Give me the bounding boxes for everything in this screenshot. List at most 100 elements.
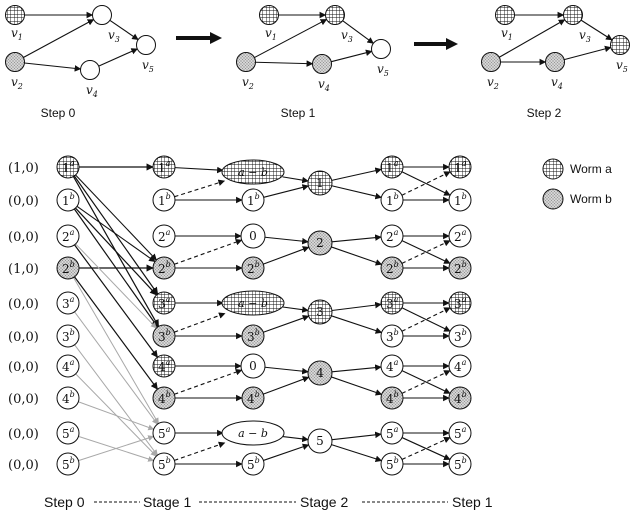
stage1-input-node-9: 5b (152, 452, 176, 476)
top-node-label-v1-step-1: v1 (265, 26, 277, 42)
edge-step0-stage1-gray-5 (78, 401, 155, 431)
top-node-label-v1-step-2: v1 (501, 26, 513, 42)
edge-s2-c3a-3 (331, 364, 382, 373)
stage2-node-label-0: 1 (316, 176, 324, 190)
top-node-v5-step-1 (371, 39, 391, 59)
stage1-op-label-0: a − b (238, 166, 268, 179)
edge-c3-c4-ba-1 (401, 240, 451, 264)
top-node-label-v3-step-1: v3 (341, 28, 353, 44)
top-node-label-v5-step-2: v5 (616, 58, 628, 74)
stage1-input-node-6: 4a (152, 354, 176, 378)
step0-node-5: 3b (56, 324, 80, 348)
input-pair-6: (0,0) (8, 360, 39, 375)
step1-node-7: 4b (448, 386, 472, 410)
stage2-output-node-6: 4a (380, 354, 404, 378)
edge-s2-c3b-3 (331, 376, 383, 396)
edge-step0-stage1-gray-1 (73, 277, 159, 425)
top-node-v5-step-0 (136, 35, 156, 55)
edge-op-s2-2 (282, 306, 309, 313)
edge-op-s2-3 (264, 366, 309, 375)
input-pair-0: (1,0) (8, 161, 39, 176)
edge-s1b-s2-4 (263, 443, 310, 461)
stage2-output-node-2: 2a (380, 224, 404, 248)
input-pair-9: (0,0) (8, 458, 39, 473)
stage2-output-node-3: 2b (380, 256, 404, 280)
step0-node-4: 3a (56, 291, 80, 315)
stage1-b-node-1: 2b (241, 256, 265, 280)
top-node-label-v2-step-0: v2 (11, 75, 23, 91)
stage2-node-label-4: 5 (316, 434, 324, 448)
step-arrow-2 (414, 38, 458, 50)
legend-worm-a-label: Worm a (570, 162, 612, 176)
step0-node-1: 1b (56, 188, 80, 212)
edge-c1-opdash-3 (174, 368, 243, 395)
top-node-label-v3-step-2: v3 (579, 28, 591, 44)
stage1-op-label-2: a − b (238, 297, 268, 310)
edge-c1-opdash-1 (174, 238, 243, 265)
step0-node-7: 4b (56, 386, 80, 410)
edge-c3-c4-ab-3 (401, 370, 451, 394)
edge-s2-c3b-1 (331, 246, 383, 266)
edge-s2-c3b-4 (331, 444, 383, 462)
top-node-label-v5-step-0: v5 (142, 58, 154, 74)
stage2-node-0: 1 (307, 170, 333, 196)
edge-c1-opdash-0 (174, 179, 226, 198)
top-edge-2-1 (498, 19, 566, 58)
step0-node-3: 2b (56, 256, 80, 280)
stage1-op-0: a − b (221, 159, 285, 185)
stage1-op-label-3: 0 (249, 359, 257, 373)
top-node-v2-step-0 (5, 52, 25, 72)
stage2-output-node-9: 5b (380, 452, 404, 476)
stage1-b-node-0: 1b (241, 188, 265, 212)
edge-c3-c4-ab-4 (401, 437, 451, 460)
stage2-output-node-7: 4b (380, 386, 404, 410)
top-edge-0-3 (109, 19, 139, 41)
edge-step0-stage1-3 (75, 207, 157, 296)
edge-step0-stage1-1 (73, 175, 159, 295)
top-node-label-v4-step-1: v4 (318, 77, 330, 93)
stage1-input-node-2: 2a (152, 224, 176, 248)
input-pair-8: (0,0) (8, 427, 39, 442)
input-pair-2: (0,0) (8, 230, 39, 245)
edge-c1-opdash-2 (174, 312, 226, 333)
stage2-node-1: 2 (307, 230, 333, 256)
caption-step-0: Step 0 (41, 106, 76, 120)
stage2-output-node-1: 1b (380, 188, 404, 212)
stage2-node-3: 4 (307, 360, 333, 386)
top-edge-1-2 (255, 60, 314, 67)
stage1-input-node-4: 3a (152, 291, 176, 315)
top-node-label-v4-step-0: v4 (86, 83, 98, 99)
input-pair-5: (0,0) (8, 330, 39, 345)
stage2-node-label-2: 3 (316, 305, 324, 319)
stage2-node-label-3: 4 (316, 366, 324, 380)
top-node-v3-step-0 (92, 5, 112, 25)
edge-c1-opdash-4 (174, 441, 226, 461)
step1-node-6: 4a (448, 354, 472, 378)
edge-c3-c4-ba-3 (401, 370, 451, 394)
legend: Worm a Worm b (542, 158, 612, 210)
input-pair-3: (1,0) (8, 262, 39, 277)
stage1-b-node-2: 3b (241, 324, 265, 348)
edge-op-s2-1 (264, 236, 309, 245)
top-node-v5-step-2 (610, 35, 630, 55)
top-node-label-v4-step-2: v4 (551, 75, 563, 91)
edge-step0-stage1-extra-0 (76, 205, 156, 263)
step0-node-2: 2a (56, 224, 80, 248)
edge-c3-c4-ab-1 (401, 240, 451, 264)
edge-s2-c3a-4 (331, 431, 382, 441)
edge-s1b-s2-2 (263, 314, 310, 333)
stage1-input-node-0: 1a (152, 155, 176, 179)
stage1-input-node-8: 5a (152, 421, 176, 445)
top-node-v4-step-1 (312, 54, 332, 74)
edge-s2-c3a-0 (331, 167, 382, 181)
edge-op-s2-0 (282, 176, 309, 184)
edge-step0-stage1-gray-0 (75, 243, 157, 329)
edge-step0-stage1-7 (74, 276, 158, 390)
step1-node-4: 3a (448, 291, 472, 315)
top-node-v3-step-2 (563, 5, 583, 25)
